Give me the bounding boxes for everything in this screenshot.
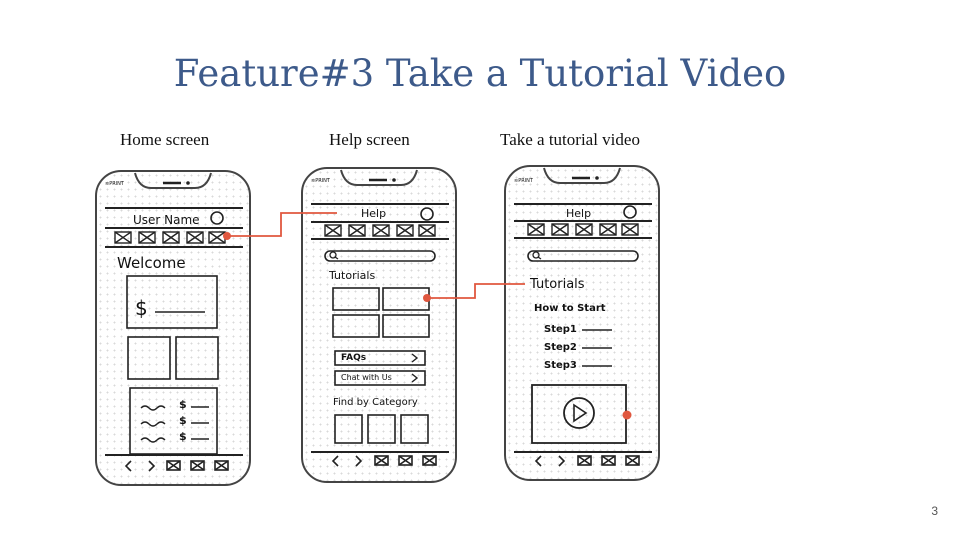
home-list-symbol-3: $ — [179, 430, 187, 443]
tutorial-header-title: Help — [566, 207, 592, 220]
home-screen-phone: ≋PRINT User Name Welcome $ $ $ $ — [95, 170, 251, 486]
help-chat-label: Chat with Us — [341, 373, 392, 382]
caption-tutorial: Take a tutorial video — [500, 130, 640, 149]
home-sketch — [105, 172, 243, 472]
tutorial-search-bar — [527, 250, 639, 262]
tutorial-step-1: Step1 — [544, 324, 577, 335]
home-header-username: User Name — [133, 213, 200, 227]
home-list-symbol-2: $ — [179, 414, 187, 427]
page-number: 3 — [931, 504, 938, 518]
tutorial-screen-phone: ≋PRINT Help Tutorials How to Start Step1… — [504, 165, 660, 481]
tutorial-how-to-start: How to Start — [534, 303, 606, 314]
help-tutorial-tile-4 — [382, 314, 430, 338]
connector-help-to-tutorial — [427, 283, 525, 299]
help-find-category-label: Find by Category — [333, 397, 418, 408]
tutorial-status-text: ≋PRINT — [514, 178, 533, 184]
tutorial-step-2: Step2 — [544, 342, 577, 353]
help-icon-row — [324, 224, 436, 237]
help-faq-button — [334, 350, 426, 366]
home-currency-symbol: $ — [135, 296, 148, 320]
page-title: Feature#3 Take a Tutorial Video — [173, 52, 787, 95]
help-status-text: ≋PRINT — [311, 178, 330, 184]
caption-home: Home screen — [120, 130, 210, 149]
home-list-symbol-1: $ — [179, 398, 187, 411]
caption-help: Help screen — [329, 130, 410, 149]
help-sketch — [311, 169, 449, 467]
connector-dot-video — [622, 410, 632, 420]
home-status-text: ≋PRINT — [105, 181, 124, 187]
connector-home-to-help — [227, 212, 337, 237]
connector-dot-help — [423, 294, 431, 302]
tutorial-bottom-nav — [534, 455, 640, 467]
play-icon — [563, 397, 595, 429]
home-icon-row — [114, 231, 226, 244]
help-faq-label: FAQs — [341, 353, 367, 363]
tutorial-step-3: Step3 — [544, 360, 577, 371]
tutorial-sketch — [514, 167, 652, 467]
tutorial-icon-row — [527, 223, 639, 236]
help-tutorial-tile-1 — [332, 287, 380, 311]
help-header-title: Help — [361, 207, 387, 220]
help-screen-phone: ≋PRINT Help Tutorials FAQs Chat with Us … — [301, 167, 457, 483]
help-chat-button — [334, 370, 426, 386]
help-bottom-nav — [331, 455, 437, 467]
connector-dot-home — [223, 232, 231, 240]
home-welcome-text: Welcome — [117, 254, 186, 272]
help-tutorial-tile-3 — [332, 314, 380, 338]
home-bottom-nav — [124, 460, 229, 472]
tutorial-tutorials-heading: Tutorials — [530, 277, 585, 292]
help-search-bar — [324, 250, 436, 262]
help-tutorials-heading: Tutorials — [329, 269, 376, 282]
